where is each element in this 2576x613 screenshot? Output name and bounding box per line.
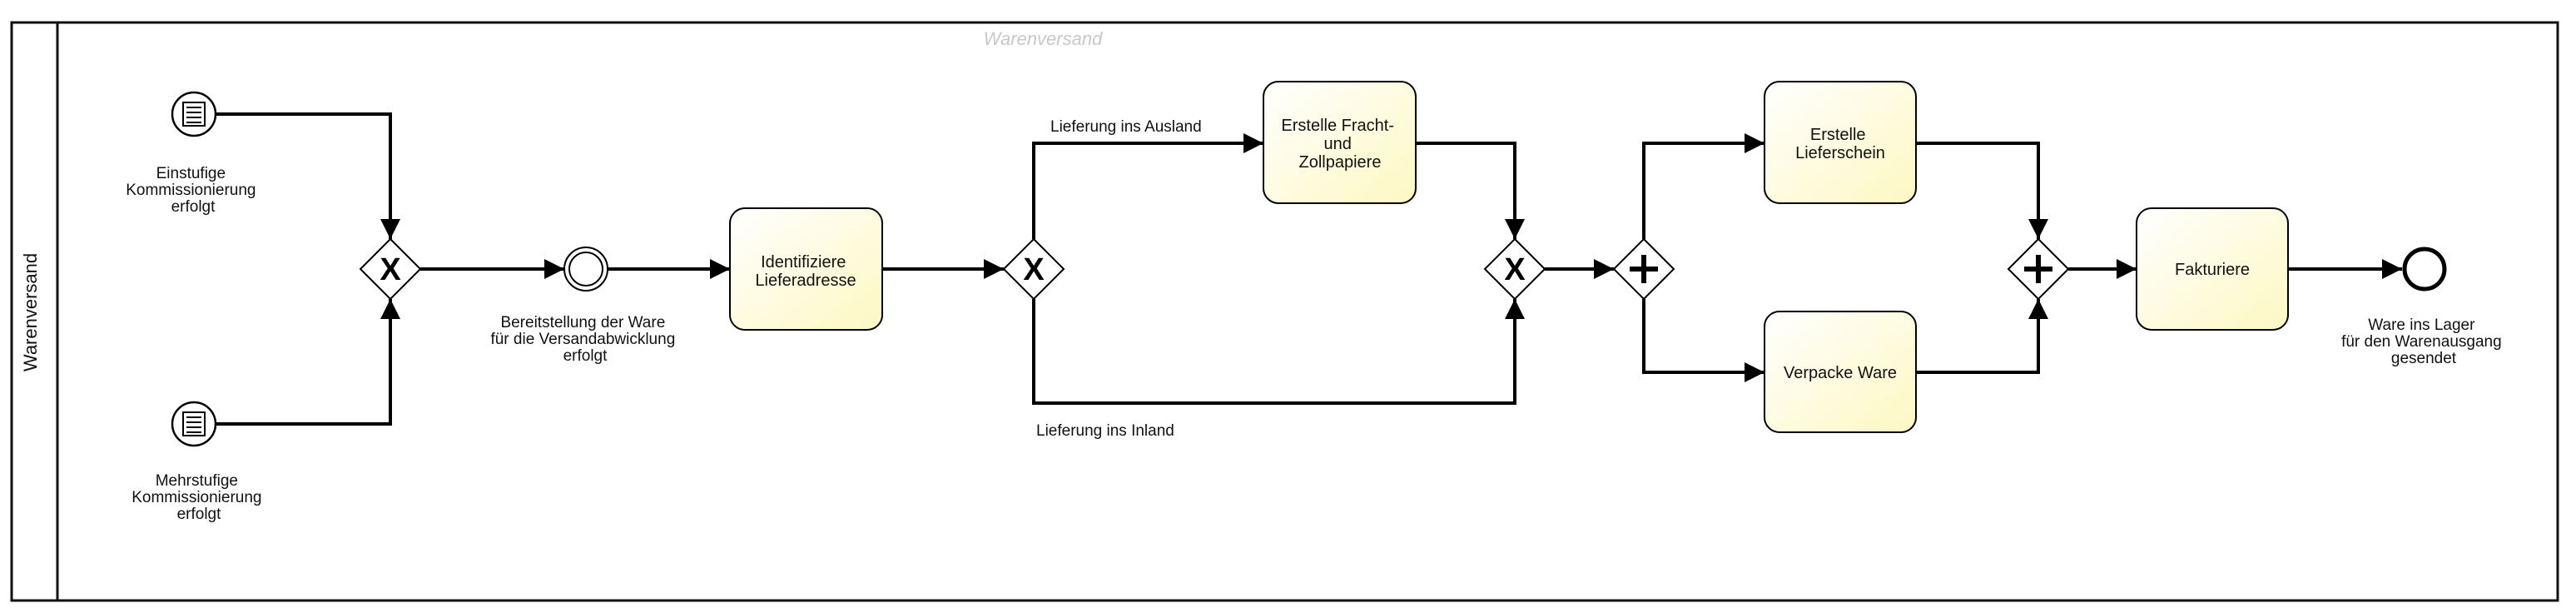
conditional-icon	[182, 411, 206, 436]
exclusive-x-icon: X	[1504, 252, 1526, 287]
gateway-diamond	[1483, 237, 1546, 301]
end-event-label: Ware ins Lager für den Warenausgang gese…	[2341, 316, 2506, 367]
start-event-label: Einstufige Kommissionierung erfolgt	[126, 165, 261, 216]
flow-freight-to-merge[interactable]	[1416, 142, 1525, 239]
intermediate-event-label: Bereitstellung der Ware für die Versanda…	[490, 314, 679, 365]
flow-deliverynote-to-join[interactable]	[1916, 142, 2048, 239]
task-create-freight-customs-papers[interactable]: Erstelle Fracht- und Zollpapiere	[1263, 81, 1417, 204]
task-label: Verpacke Ware	[1784, 364, 1897, 382]
end-event-goods-sent-to-warehouse[interactable]: Ware ins Lager für den Warenausgang gese…	[2341, 247, 2506, 367]
flow-start2-to-gateway[interactable]	[216, 299, 400, 426]
gateway-diamond	[1002, 237, 1065, 301]
flow-parallel-to-pack[interactable]	[1642, 299, 1764, 382]
task-invoice[interactable]: Fakturiere	[2136, 207, 2289, 331]
gateway-parallel-split[interactable]	[1612, 237, 1675, 301]
gateway-exclusive-merge-country[interactable]: X	[1483, 237, 1546, 301]
start-event-label: Mehrstufige Kommissionierung erfolgt	[132, 472, 266, 523]
task-create-delivery-note[interactable]: Erstelle Lieferschein	[1764, 81, 1917, 204]
flow-abroad[interactable]	[1032, 133, 1263, 239]
parallel-plus-icon	[1630, 255, 1658, 283]
flow-label-domestic: Lieferung ins Inland	[1036, 422, 1174, 440]
lane-label: Warenversand	[20, 253, 41, 371]
flow-domestic[interactable]	[1032, 299, 1525, 405]
task-label: Erstelle Lieferschein	[1795, 126, 1885, 162]
gateway-diamond	[359, 237, 422, 301]
task-label: Fakturiere	[2175, 261, 2250, 279]
flow-label-abroad: Lieferung ins Ausland	[1050, 118, 1202, 136]
gateway-exclusive-merge-start[interactable]: X	[359, 237, 422, 301]
task-label: Erstelle Fracht- und Zollpapiere	[1281, 117, 1398, 172]
task-box	[1764, 81, 1917, 204]
conditional-icon	[182, 102, 206, 127]
exclusive-x-icon: X	[1023, 252, 1045, 287]
sequence-flows	[216, 112, 2402, 426]
task-box	[729, 207, 883, 331]
task-box	[1263, 81, 1417, 204]
end-event-circle	[2402, 247, 2447, 292]
task-identify-delivery-address[interactable]: Identifiziere Lieferadresse	[729, 207, 883, 331]
start-event-multi-stage[interactable]: Mehrstufige Kommissionierung erfolgt	[132, 401, 266, 523]
intermediate-inner-circle	[568, 252, 603, 287]
task-box	[1764, 311, 1917, 433]
gateway-exclusive-split-country[interactable]: X	[1002, 237, 1065, 301]
start-event-single-stage[interactable]: Einstufige Kommissionierung erfolgt	[126, 91, 261, 216]
task-pack-goods[interactable]: Verpacke Ware	[1764, 311, 1917, 433]
parallel-plus-icon	[2024, 255, 2052, 283]
exclusive-x-icon: X	[380, 252, 401, 287]
intermediate-event-ready-for-shipping[interactable]: Bereitstellung der Ware für die Versanda…	[490, 247, 679, 365]
flow-pack-to-join[interactable]	[1916, 299, 2048, 374]
task-box	[2136, 207, 2289, 331]
flow-parallel-to-deliverynote[interactable]	[1642, 133, 1764, 239]
gateway-parallel-join[interactable]	[2007, 237, 2070, 301]
pool-watermark: Warenversand	[984, 28, 1103, 49]
task-label: Identifiziere Lieferadresse	[755, 253, 856, 290]
flow-start1-to-gateway[interactable]	[216, 112, 400, 239]
